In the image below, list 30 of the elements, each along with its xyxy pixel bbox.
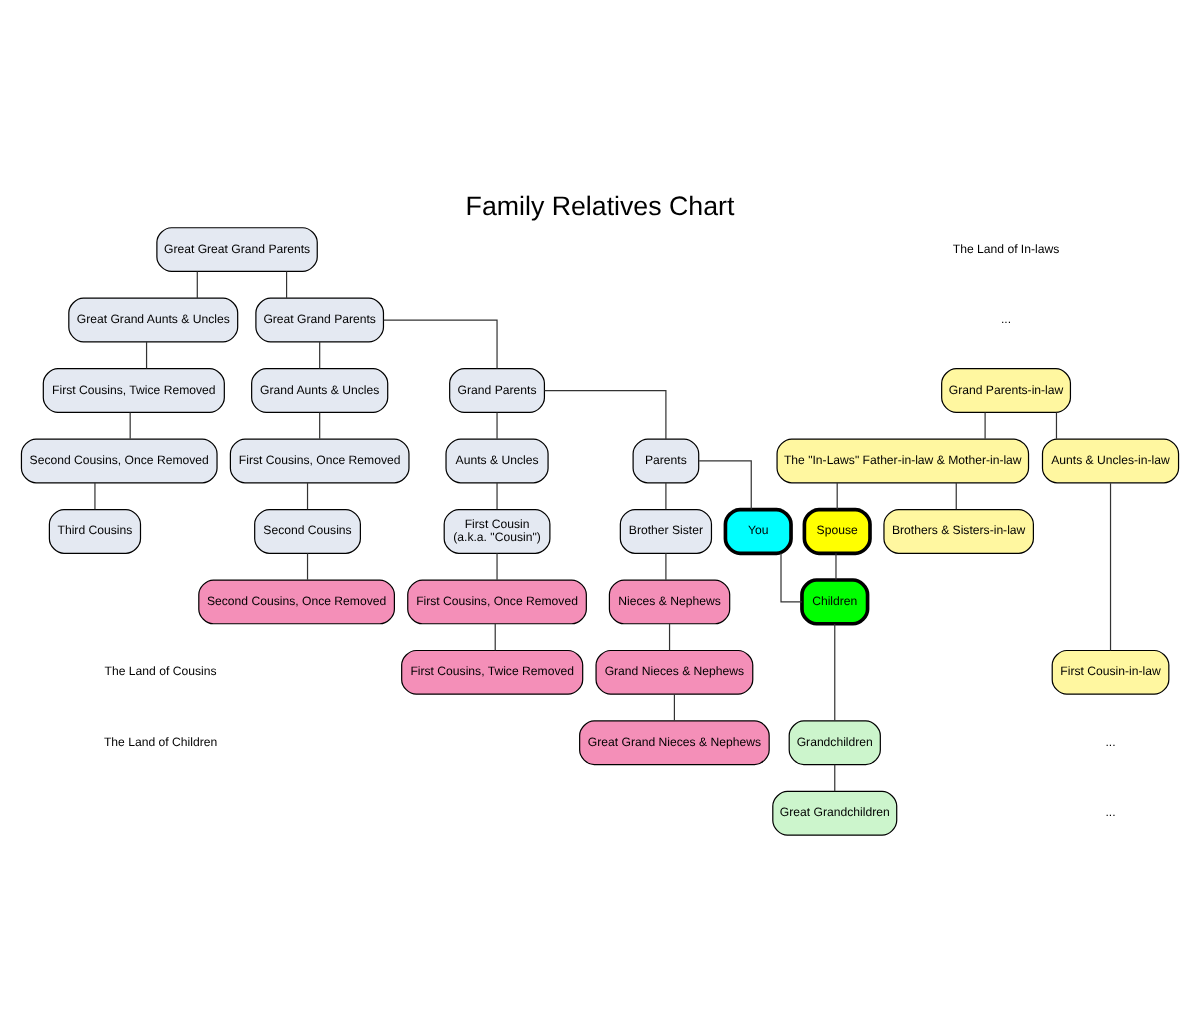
- connector: [698, 460, 752, 511]
- connector: [494, 623, 496, 651]
- connector: [496, 552, 498, 581]
- connector: [543, 389, 667, 440]
- connector: [319, 411, 321, 440]
- connector: [1109, 482, 1112, 652]
- connector: [145, 341, 148, 369]
- connector: [496, 411, 498, 440]
- connector: [984, 411, 986, 440]
- connector: [780, 552, 803, 603]
- connector: [129, 411, 131, 440]
- connector: [673, 693, 675, 722]
- connector: [836, 482, 838, 510]
- connector: [196, 270, 198, 299]
- connector: [319, 341, 321, 369]
- connector: [665, 482, 667, 510]
- connector: [834, 623, 836, 722]
- connector: [955, 482, 957, 510]
- connector: [496, 482, 498, 510]
- connector: [835, 552, 837, 581]
- connector: [1055, 411, 1058, 440]
- connector: [665, 552, 667, 581]
- connector: [306, 552, 309, 581]
- diagram-title: Family Relatives Chart: [465, 191, 735, 222]
- connector: [834, 764, 836, 792]
- connector: [383, 319, 498, 370]
- connector: [285, 270, 288, 299]
- connector: [668, 623, 671, 651]
- connector: [306, 482, 309, 510]
- connector: [94, 482, 96, 510]
